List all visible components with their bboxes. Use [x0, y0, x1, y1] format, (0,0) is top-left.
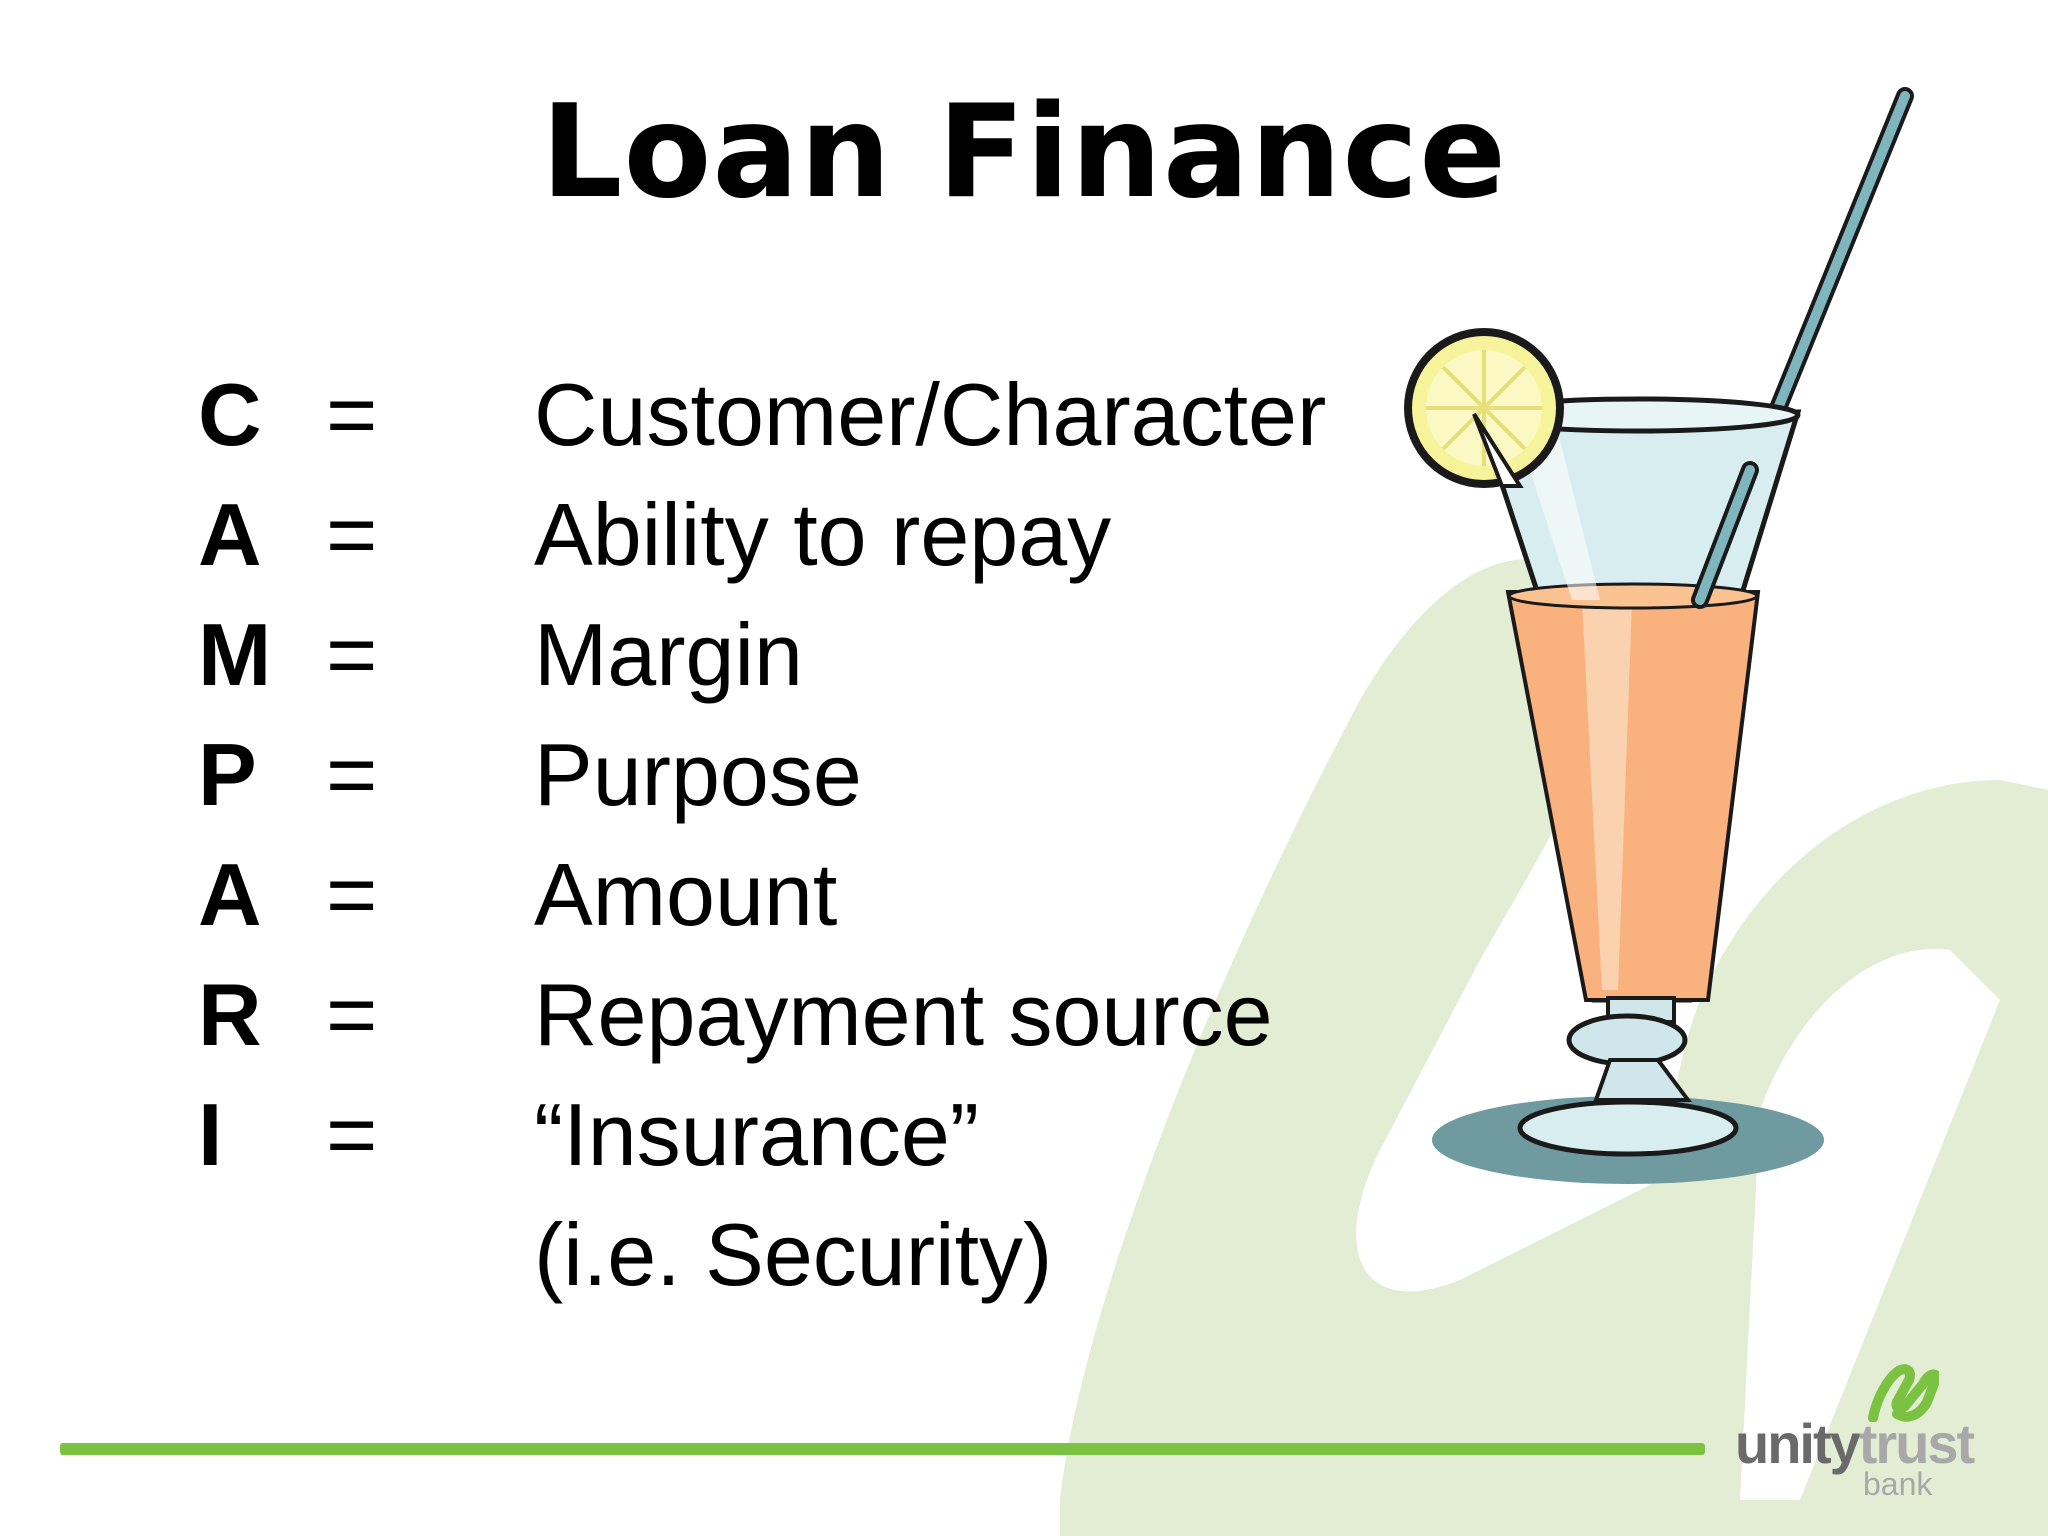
- item-equals: =: [326, 485, 378, 584]
- item-description: Customer/Character: [534, 365, 1327, 464]
- unity-trust-logo-icon: [1868, 1364, 1939, 1422]
- item-letter: A: [198, 485, 262, 584]
- brand-wordmark: unitytrust: [1735, 1412, 1975, 1475]
- brand-word-trust: trust: [1858, 1412, 1975, 1475]
- item-equals: =: [326, 725, 378, 824]
- item-letter: C: [198, 365, 262, 464]
- item-description: Purpose: [534, 725, 862, 824]
- item-letter: P: [198, 725, 257, 824]
- item-description: Amount: [534, 845, 838, 944]
- item-letter: M: [198, 605, 272, 704]
- item-description: Repayment source: [534, 965, 1273, 1064]
- item-description: “Insurance”: [534, 1085, 980, 1184]
- item-equals: =: [326, 845, 378, 944]
- item-equals: =: [326, 365, 378, 464]
- brand-subtitle: bank: [1863, 1466, 1933, 1502]
- brand-word-unity: unity: [1735, 1412, 1861, 1475]
- item-letter: A: [198, 845, 262, 944]
- item-equals: =: [326, 965, 378, 1064]
- item-description: Margin: [534, 605, 803, 704]
- item-description: Ability to repay: [534, 485, 1112, 584]
- item-equals: =: [326, 605, 378, 704]
- page-title: Loan Finance: [540, 78, 1508, 227]
- item-equals: =: [326, 1085, 378, 1184]
- item-description: (i.e. Security): [534, 1205, 1053, 1304]
- brand-logo: unitytrust bank: [1735, 1362, 2005, 1502]
- item-letter: R: [198, 965, 262, 1064]
- item-letter: I: [198, 1085, 223, 1184]
- footer-divider: [60, 1443, 1705, 1455]
